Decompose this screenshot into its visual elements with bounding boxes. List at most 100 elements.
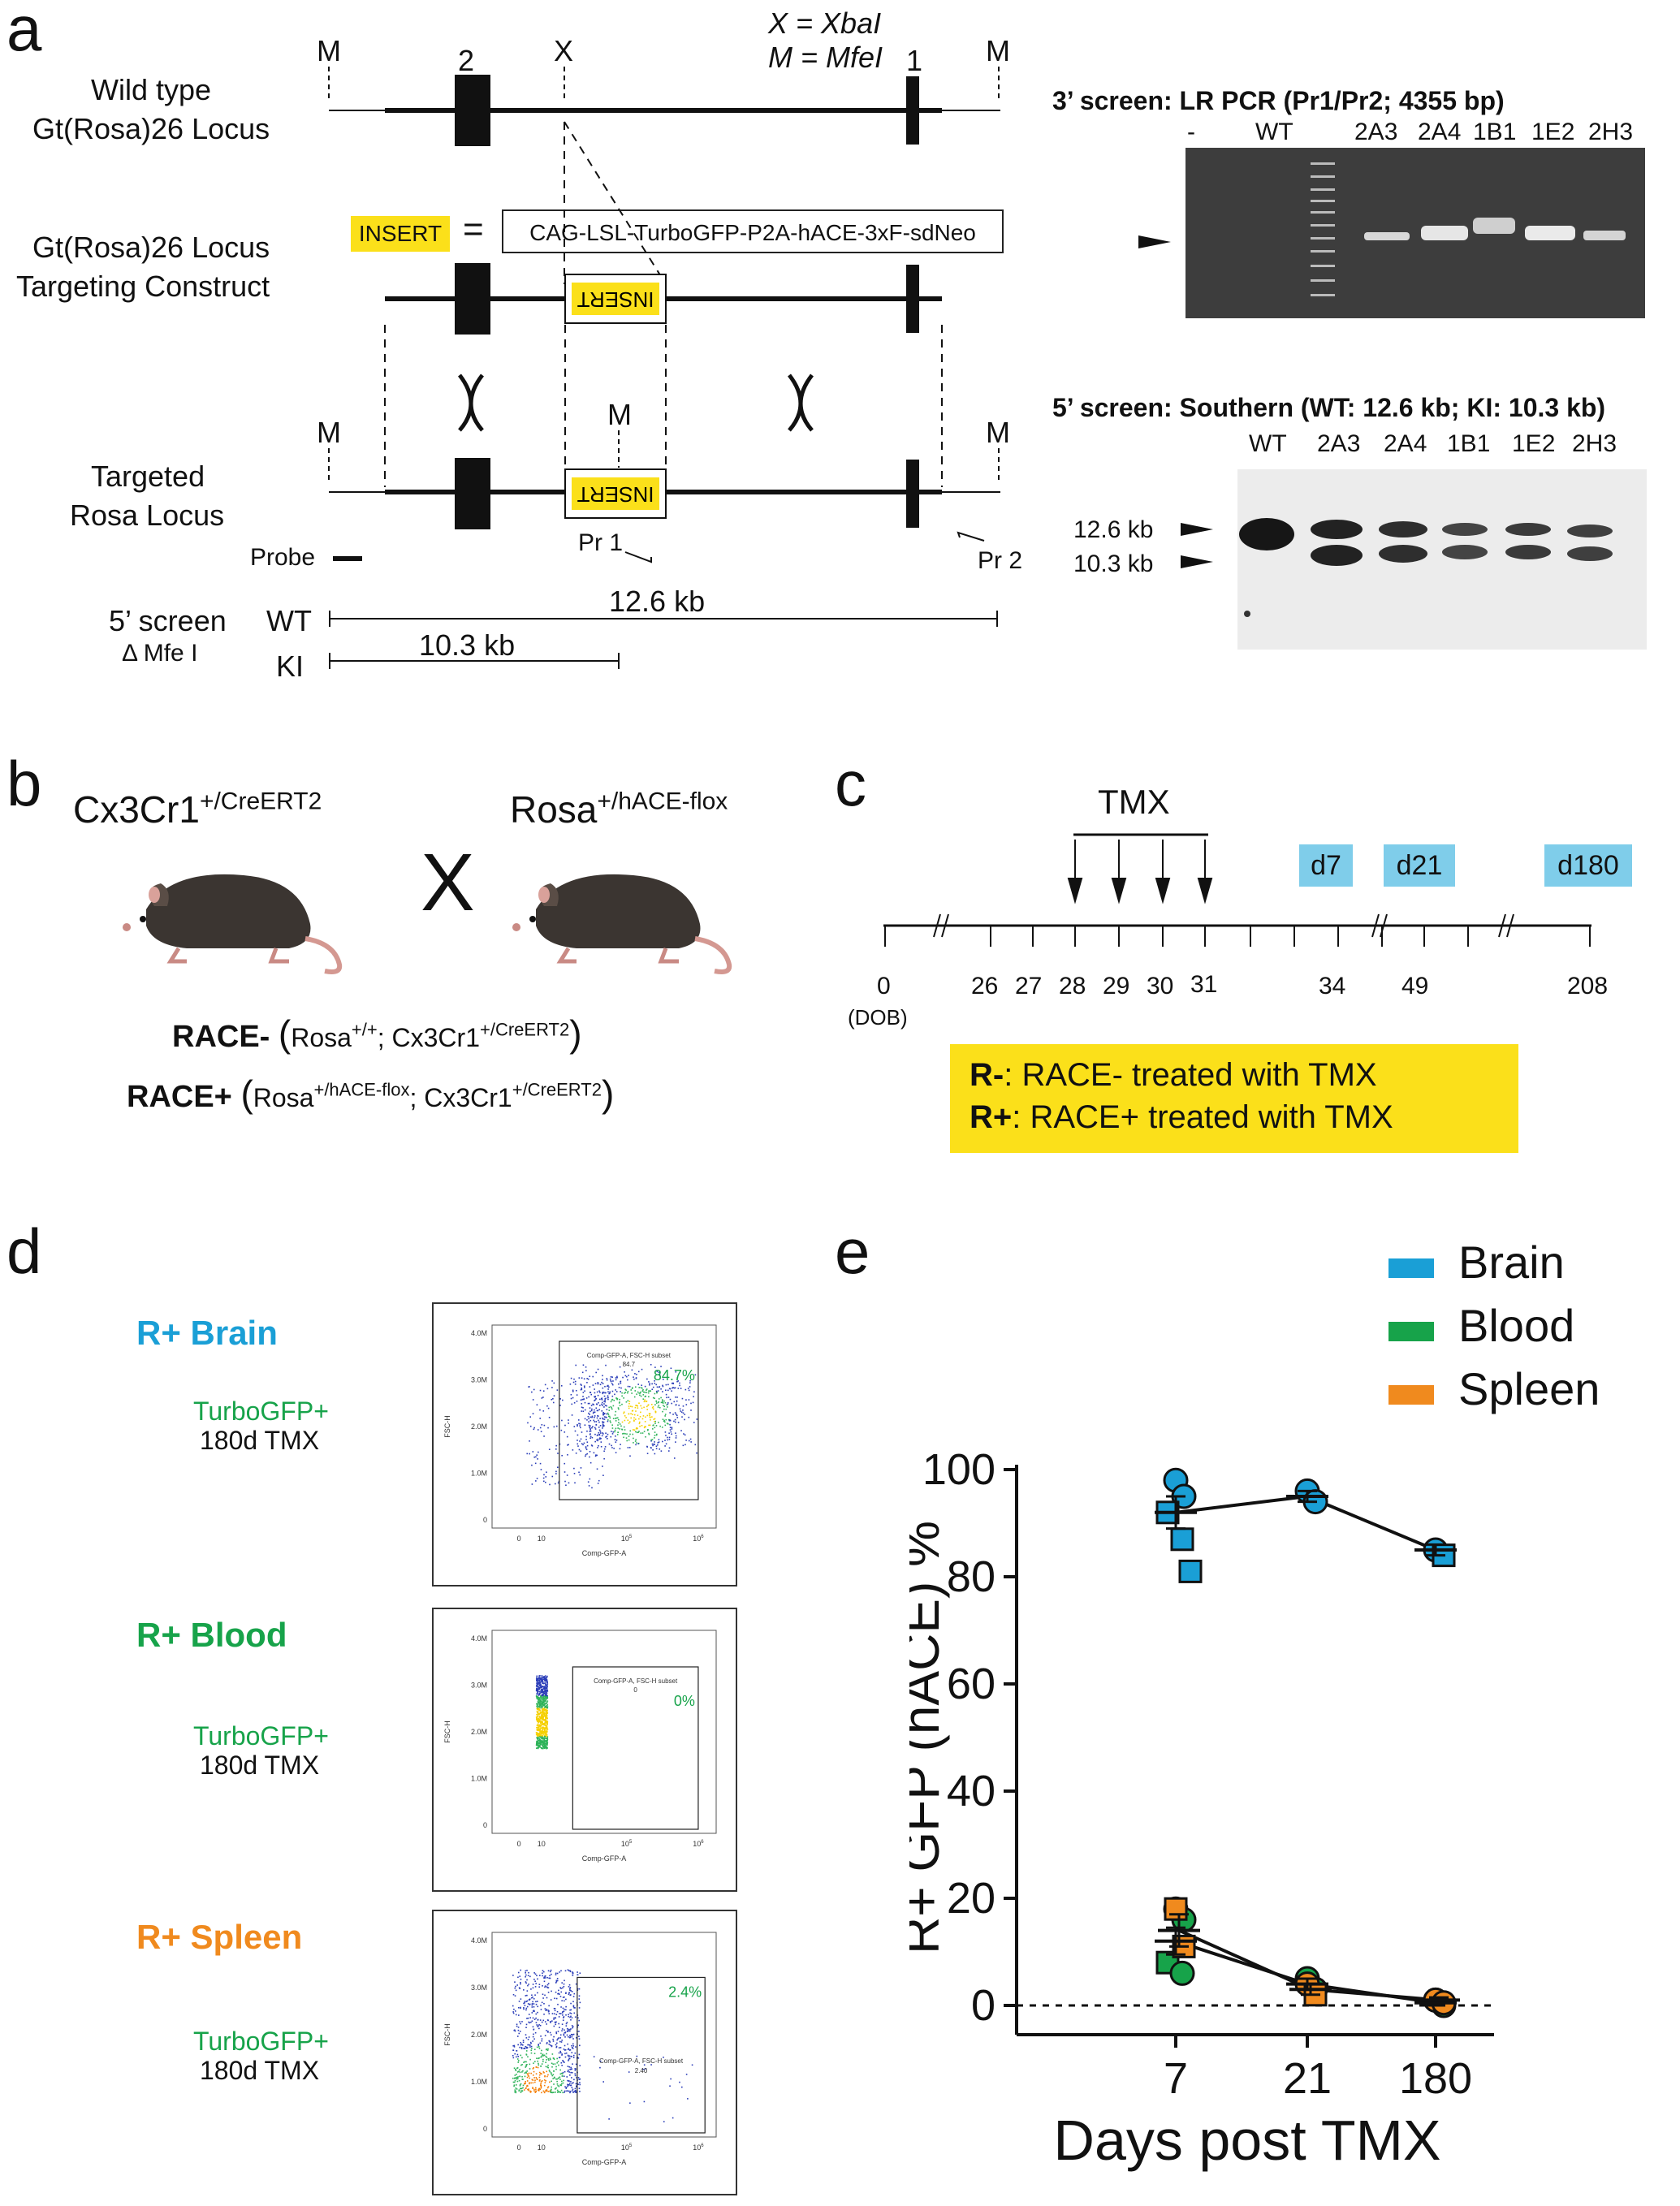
- event-dot: [536, 1725, 538, 1726]
- event-dot: [517, 2044, 519, 2046]
- wt-locus-label-2: Gt(Rosa)26 Locus: [32, 112, 270, 145]
- event-dot: [543, 2054, 546, 2057]
- event-dot: [572, 2057, 575, 2058]
- event-dot: [562, 2071, 564, 2074]
- event-dot: [597, 1434, 599, 1436]
- event-dot: [664, 1440, 666, 1441]
- event-dot: [550, 2022, 551, 2023]
- event-dot: [540, 1721, 542, 1724]
- event-dot: [547, 2031, 549, 2033]
- event-dot: [558, 2037, 559, 2039]
- event-dot: [568, 1444, 569, 1446]
- event-dot: [526, 1979, 528, 1981]
- event-dot: [569, 2091, 572, 2092]
- event-dot: [581, 1388, 583, 1390]
- event-dot: [652, 1408, 654, 1410]
- event-dot: [638, 1402, 640, 1404]
- event-dot: [565, 1992, 567, 1994]
- event-dot: [564, 1996, 565, 1998]
- event-dot: [602, 1423, 604, 1426]
- event-dot: [665, 1418, 667, 1421]
- event-dot: [553, 2007, 555, 2010]
- event-dot: [664, 1431, 667, 1433]
- event-dot: [548, 1977, 551, 1979]
- event-dot: [564, 2090, 566, 2092]
- event-dot: [555, 2017, 557, 2019]
- event-dot: [517, 2027, 520, 2028]
- tick-label: 27: [1015, 973, 1043, 999]
- gate-percentage: 2.4%: [668, 1984, 702, 2000]
- event-dot: [527, 2039, 529, 2040]
- event-dot: [564, 1979, 565, 1982]
- event-dot: [611, 1447, 613, 1448]
- event-dot: [629, 1455, 631, 1457]
- event-dot: [599, 1384, 602, 1386]
- event-dot: [607, 1420, 609, 1422]
- event-dot: [580, 1399, 582, 1401]
- event-dot: [643, 1401, 646, 1402]
- event-dot: [664, 1424, 667, 1427]
- event-dot: [549, 1975, 551, 1977]
- event-dot: [537, 1714, 539, 1716]
- event-dot: [610, 1379, 611, 1382]
- event-dot: [623, 1397, 624, 1399]
- event-dot: [545, 1691, 546, 1694]
- event-dot: [599, 1398, 601, 1401]
- event-dot: [564, 2029, 565, 2031]
- event-dot: [536, 1737, 538, 1739]
- event-dot: [567, 1454, 568, 1456]
- event-dot: [544, 1724, 546, 1726]
- event-dot: [575, 2083, 577, 2085]
- event-dot: [539, 1697, 542, 1699]
- event-dot: [569, 1970, 572, 1972]
- event-dot: [607, 1414, 610, 1416]
- event-dot: [537, 1732, 538, 1734]
- event-dot: [606, 1413, 608, 1415]
- event-dot: [539, 1427, 542, 1429]
- event-dot: [581, 1387, 583, 1389]
- event-dot: [525, 2023, 528, 2026]
- blot-band: [1442, 523, 1488, 536]
- blot-band: [1239, 518, 1294, 550]
- event-dot: [545, 1696, 547, 1699]
- event-dot: [556, 2057, 558, 2060]
- event-dot: [570, 2071, 572, 2074]
- x-tick-exponent: 5: [629, 1535, 633, 1539]
- event-dot: [527, 1984, 529, 1987]
- event-dot: [558, 2064, 559, 2066]
- event-dot: [539, 1692, 542, 1694]
- event-dot: [546, 2043, 548, 2044]
- event-dot: [648, 1432, 650, 1435]
- event-dot: [628, 1413, 630, 1415]
- event-dot: [663, 1419, 665, 1422]
- paren-open: (: [278, 1012, 292, 1055]
- event-dot: [525, 2071, 527, 2073]
- data-point-square: [1178, 1559, 1203, 1583]
- event-dot: [613, 1448, 615, 1449]
- event-dot: [609, 1392, 611, 1394]
- event-dot: [538, 1679, 540, 1681]
- event-dot: [546, 1740, 547, 1742]
- event-dot: [547, 2048, 549, 2050]
- event-dot: [615, 1389, 616, 1391]
- event-dot: [565, 2009, 567, 2011]
- insert-badge: INSERT: [351, 216, 450, 252]
- parent-cx3cr1-genotype: +/CreERT2: [199, 788, 322, 815]
- event-dot: [595, 1424, 598, 1426]
- event-dot: [555, 2066, 557, 2068]
- event-dot: [533, 2038, 535, 2040]
- event-dot: [516, 2074, 517, 2075]
- event-dot: [606, 1416, 607, 1418]
- flow-row-marker: TurboGFP+: [193, 2027, 329, 2056]
- event-dot: [603, 1413, 606, 1415]
- event-dot: [543, 1980, 546, 1983]
- event-dot: [542, 2055, 545, 2057]
- event-dot: [525, 2087, 527, 2089]
- event-dot: [567, 1969, 569, 1971]
- data-point-square: [1170, 1527, 1194, 1552]
- event-dot: [572, 1389, 574, 1392]
- event-dot: [577, 1419, 580, 1421]
- event-dot: [539, 1734, 542, 1737]
- event-dot: [693, 1391, 695, 1393]
- event-dot: [536, 1685, 538, 1687]
